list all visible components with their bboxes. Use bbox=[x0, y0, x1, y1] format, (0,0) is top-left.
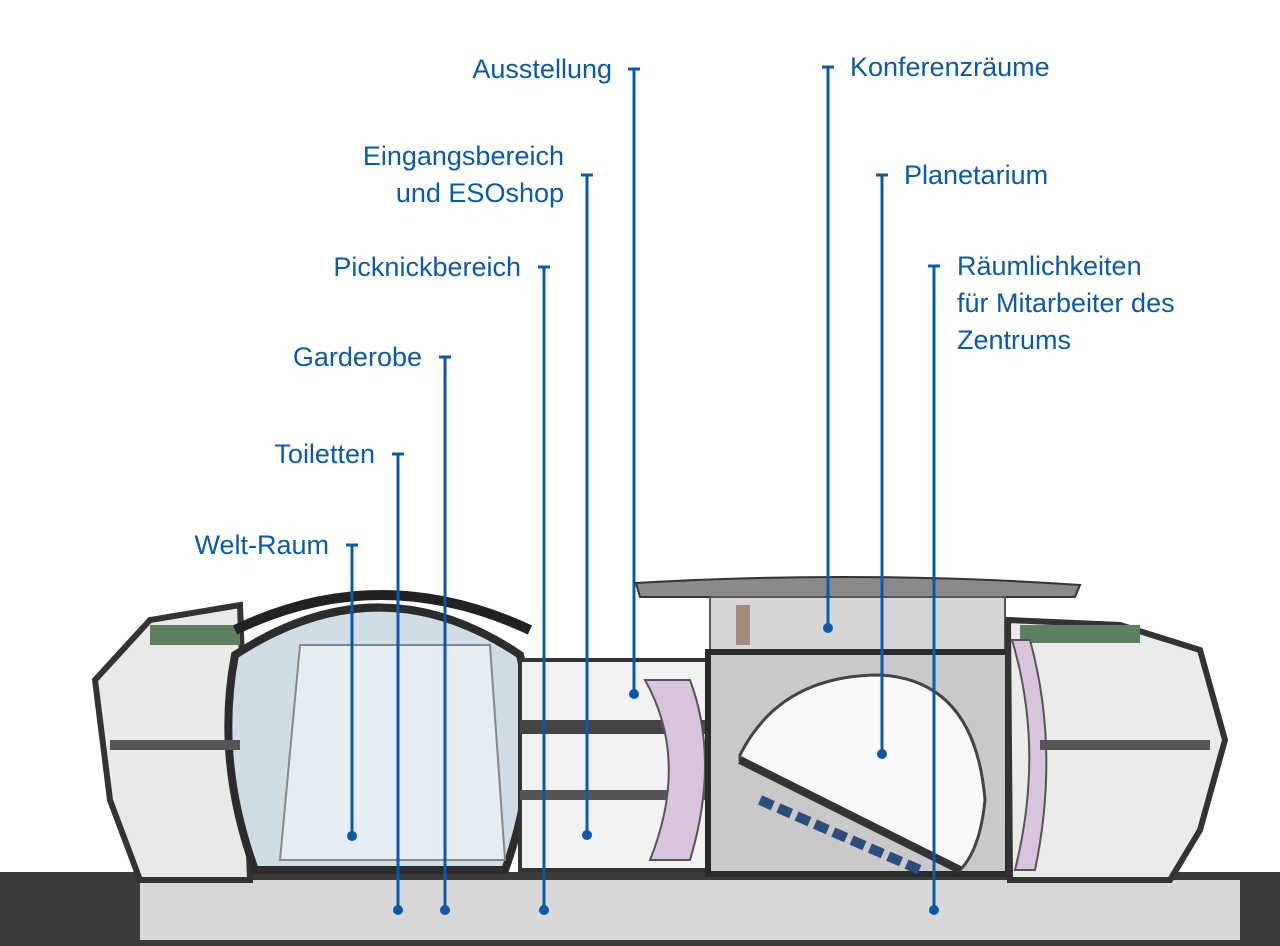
label-picknickbereich: Picknickbereich bbox=[333, 252, 521, 282]
purple-wall bbox=[643, 679, 706, 861]
label-mitarbeiter-line2: für Mitarbeiter des bbox=[957, 288, 1175, 318]
label-planetarium: Planetarium bbox=[904, 160, 1049, 190]
dome-rim bbox=[738, 756, 962, 874]
label-eingang-line1: Eingangsbereich bbox=[362, 141, 564, 171]
label-mitarbeiter-line1: Räumlichkeiten bbox=[957, 251, 1142, 281]
label-garderobe: Garderobe bbox=[292, 342, 422, 372]
label-toiletten: Toiletten bbox=[274, 439, 375, 469]
label-mitarbeiter: Räumlichkeiten für Mitarbeiter des Zentr… bbox=[957, 248, 1175, 359]
floor-slab bbox=[110, 740, 240, 750]
planetarium-seats bbox=[757, 795, 923, 875]
leader-planetarium bbox=[876, 173, 888, 759]
purple-wall bbox=[1010, 639, 1048, 871]
label-eingangsbereich: Eingangsbereich und ESOshop bbox=[363, 138, 564, 212]
label-mitarbeiter-line3: Zentrums bbox=[957, 325, 1072, 355]
label-konferenzraeume: Konferenzräume bbox=[850, 52, 1050, 82]
left-green-roof bbox=[150, 625, 240, 645]
floor-slab bbox=[520, 790, 710, 800]
label-eingang-line2: und ESOshop bbox=[395, 178, 564, 208]
roof bbox=[634, 575, 1082, 598]
leader-picknick bbox=[538, 265, 550, 915]
planetarium-dome bbox=[738, 673, 987, 872]
leader-mitarbeiter bbox=[928, 264, 940, 915]
right-green-roof bbox=[1020, 625, 1140, 643]
leader-ausstellung bbox=[628, 67, 640, 699]
conference-room bbox=[709, 596, 1006, 653]
basement-floor bbox=[140, 880, 1240, 940]
leader-konferenz bbox=[822, 65, 834, 633]
label-ausstellung: Ausstellung bbox=[472, 54, 612, 84]
leader-toiletten bbox=[392, 452, 404, 915]
label-welt-raum: Welt-Raum bbox=[194, 530, 329, 560]
leader-weltraum bbox=[346, 543, 358, 841]
leader-garderobe bbox=[439, 355, 451, 915]
glass-dome bbox=[232, 590, 533, 635]
welt-raum-interior bbox=[278, 644, 507, 861]
leader-lines bbox=[346, 65, 940, 915]
leader-eingang bbox=[581, 173, 593, 840]
floor-slab bbox=[1040, 740, 1210, 750]
door bbox=[736, 605, 750, 645]
